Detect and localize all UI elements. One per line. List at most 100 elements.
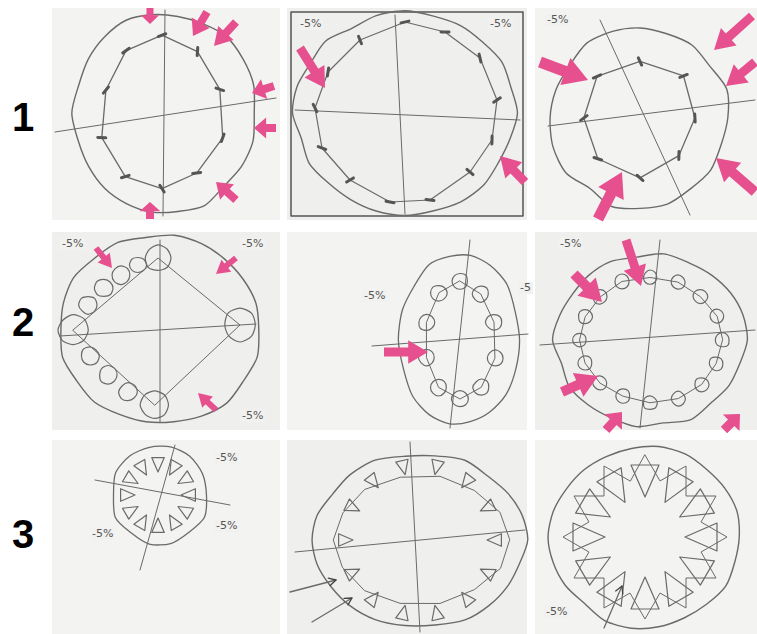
pencil-stroke [553, 254, 748, 427]
pencil-stroke [113, 446, 206, 545]
pencil-stroke [426, 199, 434, 200]
pencil-stroke [573, 523, 605, 551]
pencil-stroke [401, 21, 409, 23]
pencil-circle [487, 350, 503, 366]
pink-arrow [538, 57, 588, 85]
handwritten-note: -5% [298, 18, 323, 30]
pencil-stroke [347, 178, 354, 182]
pencil-circle [715, 333, 729, 347]
handwritten-note: -5% [240, 238, 265, 250]
handwritten-note: -5% [240, 410, 265, 422]
pencil-stroke [396, 605, 408, 620]
pencil-circle [644, 270, 657, 284]
pencil-stroke [665, 572, 693, 607]
pencil-circle [579, 310, 593, 324]
pencil-circle [58, 315, 88, 345]
pencil-circle [94, 279, 113, 296]
sketch-photo [52, 232, 280, 430]
pink-arrow [94, 246, 112, 268]
pencil-stroke [597, 468, 625, 503]
pink-arrow [560, 373, 598, 397]
pencil-stroke [386, 201, 394, 202]
pencil-stroke [102, 35, 223, 188]
pencil-stroke [178, 471, 194, 484]
pencil-stroke [680, 74, 687, 77]
row-number: 2 [12, 300, 34, 344]
pink-arrow [216, 256, 238, 274]
pencil-circle [710, 309, 724, 323]
pencil-stroke [616, 586, 623, 594]
pencil-stroke [73, 258, 240, 405]
pencil-circle [578, 356, 592, 370]
pencil-stroke [95, 480, 230, 505]
pencil-stroke [665, 468, 693, 503]
handwritten-note: -5% [558, 238, 583, 250]
sketch-photo [535, 232, 757, 430]
pink-arrow [214, 19, 239, 46]
pink-arrow [714, 13, 755, 50]
sketch-photo [535, 8, 757, 220]
pencil-circle [473, 379, 489, 395]
sketch-photo [52, 8, 280, 220]
pencil-stroke [134, 459, 147, 475]
pink-arrow [140, 202, 161, 219]
pink-arrow [254, 118, 276, 139]
pencil-stroke [364, 472, 378, 487]
pink-arrow [296, 46, 325, 88]
pencil-stroke [178, 507, 194, 520]
pencil-circle [419, 314, 435, 330]
pencil-stroke [344, 569, 360, 581]
pencil-stroke [631, 577, 659, 609]
pencil-stroke [450, 240, 470, 428]
pencil-stroke [637, 175, 643, 180]
pencil-circle [452, 273, 467, 289]
pencil-circle [81, 347, 99, 365]
pencil-stroke [170, 459, 183, 475]
pencil-circle [112, 266, 130, 285]
pencil-stroke [396, 459, 408, 474]
pencil-stroke [328, 578, 336, 585]
pencil-stroke [61, 235, 259, 422]
pencil-circle [451, 391, 468, 407]
sketch-photo [287, 232, 527, 430]
pencil-stroke [292, 11, 517, 216]
pencil-circle [140, 391, 168, 419]
pencil-stroke [152, 518, 165, 532]
pencil-circle [693, 290, 708, 304]
pencil-stroke [72, 15, 255, 213]
pencil-stroke [693, 114, 696, 122]
pencil-stroke [315, 22, 497, 202]
pencil-stroke [163, 10, 165, 216]
pink-arrow [198, 393, 218, 412]
pencil-circle [485, 315, 501, 330]
pencil-stroke [563, 455, 727, 619]
handwritten-note: -5% [362, 290, 387, 302]
handwritten-note: -5% [214, 452, 239, 464]
pencil-stroke [638, 58, 641, 65]
pink-arrow [721, 414, 740, 433]
pencil-stroke [158, 34, 166, 37]
pencil-stroke [462, 592, 476, 607]
pink-arrow [141, 8, 159, 24]
pencil-stroke [181, 489, 195, 502]
pencil-stroke [122, 507, 138, 520]
pencil-stroke [631, 465, 659, 497]
handwritten-note: -5% [545, 14, 570, 26]
pencil-stroke [344, 499, 360, 511]
pencil-stroke [134, 515, 147, 531]
pencil-stroke [426, 281, 494, 399]
pink-arrow [384, 340, 428, 363]
pencil-circle [573, 333, 586, 346]
pencil-stroke [295, 110, 520, 120]
pencil-stroke [479, 54, 481, 62]
pencil-stroke [584, 61, 695, 177]
pink-arrow [726, 59, 757, 86]
pencil-stroke [312, 456, 528, 626]
pencil-stroke [576, 489, 611, 517]
pencil-circle [616, 389, 630, 403]
pencil-stroke [372, 334, 528, 346]
pencil-stroke [327, 68, 328, 76]
pink-arrow [500, 156, 528, 185]
pencil-stroke [333, 476, 509, 603]
